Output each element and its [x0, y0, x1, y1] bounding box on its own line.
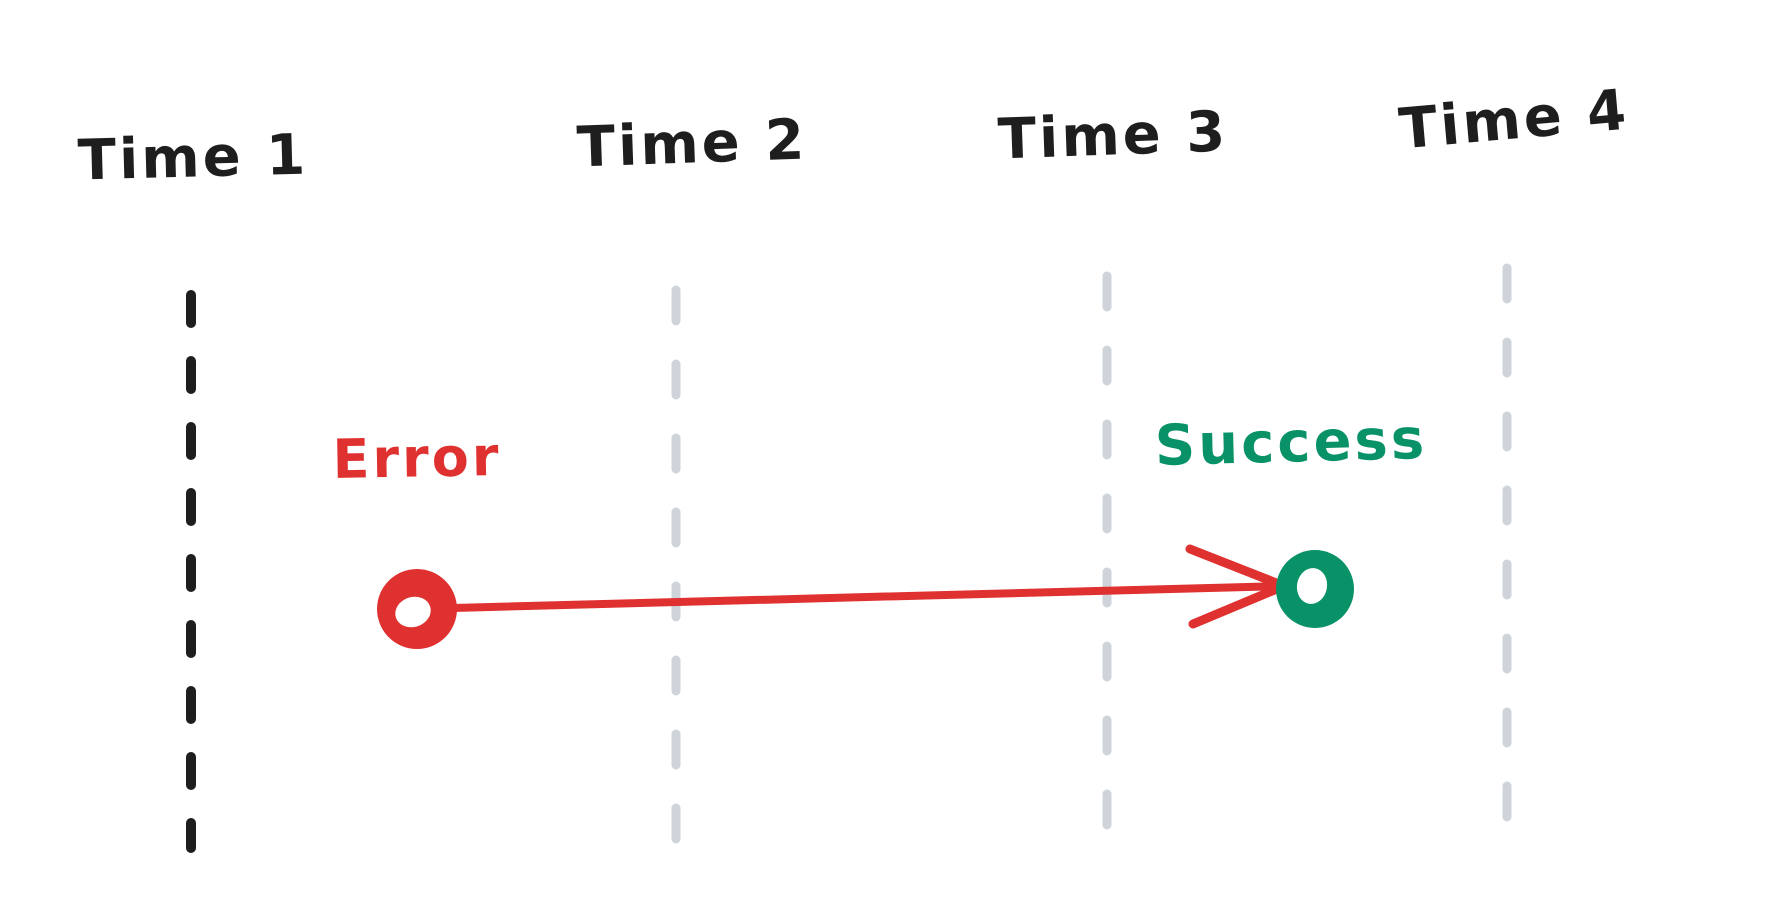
success-marker-hole [1296, 568, 1328, 604]
timeline-label-time-2: Time 2 [575, 107, 809, 181]
error-marker-hole [395, 596, 431, 628]
arrowhead-upper-barb [1185, 544, 1289, 591]
error-to-success-arrow-shaft [449, 582, 1288, 612]
success-label: Success [1154, 406, 1428, 480]
success-marker [1276, 550, 1354, 628]
error-label: Error [332, 425, 502, 491]
error-marker [377, 569, 457, 649]
arrowhead-lower-barb [1188, 581, 1289, 629]
timeline-label-time-3: Time 3 [996, 99, 1230, 173]
timeline-label-time-1: Time 1 [77, 122, 309, 194]
